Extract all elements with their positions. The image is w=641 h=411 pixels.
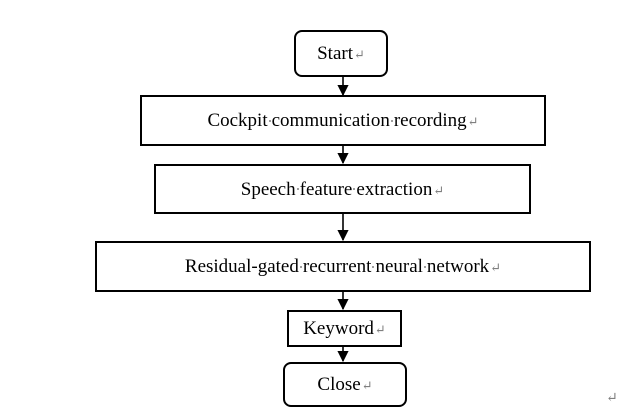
space-mark [372, 265, 375, 268]
extraction-word-1: Speech [240, 178, 296, 200]
space-mark [296, 188, 299, 190]
extraction-word-3: extraction [356, 178, 433, 200]
paragraph-mark: ↵ [353, 47, 365, 62]
extraction-word-2: feature [299, 178, 353, 200]
keyword-label: Keyword [303, 318, 374, 339]
space-mark [390, 119, 393, 122]
recording-word-2: communication [271, 110, 390, 131]
space-mark [423, 265, 426, 268]
space-mark [299, 265, 302, 268]
paragraph-mark: ↵ [490, 260, 502, 275]
space-mark [268, 119, 271, 122]
space-mark [353, 188, 356, 190]
network-word-3: neural [375, 256, 423, 277]
network-word-4: network [426, 256, 490, 277]
recording-word-1: Cockpit [207, 110, 268, 131]
start-node: Start↵ [294, 30, 388, 77]
paragraph-mark: ↵ [361, 378, 373, 393]
start-label: Start [317, 43, 353, 64]
paragraph-mark: ↵ [467, 114, 479, 129]
close-label: Close [317, 374, 361, 395]
paragraph-mark: ↵ [374, 322, 386, 337]
keyword-node: Keyword↵ [287, 310, 402, 347]
paragraph-mark: ↵ [433, 182, 445, 198]
recording-word-3: recording [393, 110, 467, 131]
close-node: Close↵ [283, 362, 407, 407]
network-word-1: Residual-gated [184, 256, 299, 277]
document-paragraph-mark: ↵ [606, 391, 618, 406]
network-word-2: recurrent [302, 256, 372, 277]
